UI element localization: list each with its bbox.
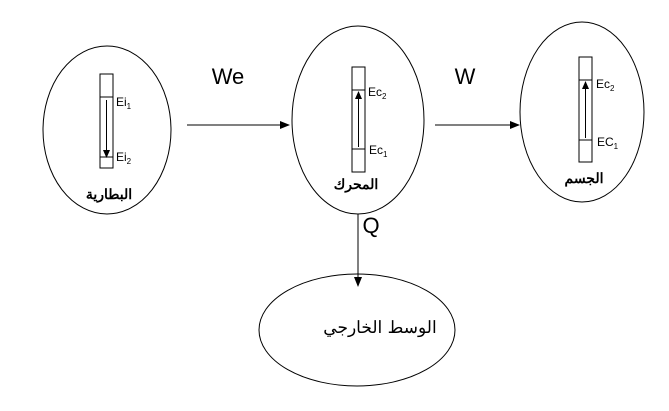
battery-system: Ei1 Ei2 البطارية (42, 45, 172, 215)
motor-energy-bar (351, 66, 366, 173)
heat-label: Q (362, 213, 379, 238)
environment-label: الوسط الخارجي (323, 318, 436, 338)
battery-level-top-label: Ei1 (116, 95, 132, 111)
environment-ellipse (258, 273, 456, 387)
motor-level-top-label: Ec2 (368, 85, 387, 101)
battery-label: البطارية (86, 187, 132, 203)
environment-system: الوسط الخارجي (258, 273, 456, 387)
transfer-motor-body: W (435, 64, 520, 129)
motor-system: Ec2 Ec1 المحرك (291, 25, 425, 215)
body-level-top-label: Ec2 (596, 77, 615, 93)
motor-level-bottom-label: Ec1 (369, 143, 388, 159)
battery-energy-bar (99, 73, 114, 169)
motor-label: المحرك (334, 177, 379, 193)
battery-level-bottom-label: Ei2 (116, 150, 132, 166)
body-system: Ec2 EC1 الجسم (519, 21, 645, 203)
body-label: الجسم (565, 171, 604, 187)
body-ellipse (519, 21, 645, 203)
transfer-battery-motor: We (187, 64, 290, 129)
body-level-bottom-label: EC1 (597, 135, 619, 151)
work-electric-label: We (212, 64, 245, 89)
battery-ellipse (42, 45, 172, 215)
body-energy-bar (578, 56, 593, 163)
work-mechanical-label: W (455, 64, 476, 89)
